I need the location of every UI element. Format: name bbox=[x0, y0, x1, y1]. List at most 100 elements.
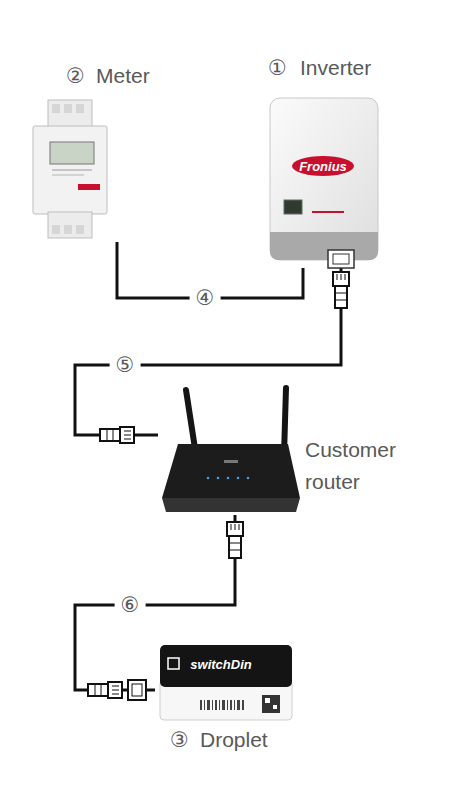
rj45-port bbox=[128, 680, 146, 700]
rj45-contact bbox=[231, 524, 232, 530]
rj45-port bbox=[132, 684, 142, 696]
meter-terminal bbox=[64, 225, 72, 234]
meter-logo bbox=[78, 184, 100, 190]
brand-logo: Fronius bbox=[299, 159, 347, 174]
droplet-barcode bbox=[234, 700, 235, 710]
droplet-barcode bbox=[207, 700, 210, 710]
rj45-plug bbox=[333, 272, 349, 286]
rj45-contact bbox=[341, 274, 342, 280]
meter-terminal bbox=[76, 225, 84, 234]
device-node: Customer router bbox=[158, 380, 420, 515]
rj45-contact bbox=[124, 431, 131, 432]
rj45-ridge bbox=[101, 684, 102, 696]
meter-terminal bbox=[76, 104, 84, 113]
router-led bbox=[217, 477, 220, 480]
device-label: Meter bbox=[96, 62, 150, 90]
meter-terminal bbox=[52, 225, 60, 234]
device-node: ② Meter bbox=[25, 58, 175, 242]
router-led bbox=[227, 477, 230, 480]
meter-detail bbox=[52, 175, 84, 176]
callout-number: ⑥ bbox=[115, 593, 146, 617]
rj45-contact bbox=[235, 524, 236, 530]
droplet-barcode bbox=[230, 700, 232, 710]
inverter-display bbox=[284, 200, 302, 214]
rj45-plug bbox=[229, 536, 241, 558]
router-led bbox=[237, 477, 240, 480]
rj45-contact bbox=[124, 435, 131, 436]
device-label: Droplet bbox=[200, 726, 268, 754]
router-led bbox=[207, 477, 210, 480]
router-body bbox=[162, 444, 300, 498]
meter-terminal bbox=[64, 104, 72, 113]
droplet-barcode bbox=[200, 700, 202, 710]
inverter-logo bbox=[292, 156, 354, 176]
rj45-plug bbox=[335, 286, 347, 308]
rj45-plug bbox=[100, 429, 120, 441]
rj45-contact bbox=[124, 439, 131, 440]
meter-display bbox=[50, 142, 94, 164]
droplet-top bbox=[160, 645, 292, 687]
rj45-plug bbox=[333, 272, 349, 308]
rj45-ridge bbox=[335, 293, 347, 294]
meter-detail bbox=[52, 170, 92, 171]
meter-bottom bbox=[48, 212, 92, 238]
router-led bbox=[247, 477, 250, 480]
rj45-port bbox=[333, 254, 349, 264]
meter-illustration bbox=[33, 100, 107, 238]
rj45-plug bbox=[100, 427, 134, 443]
rj45-contact bbox=[345, 274, 346, 280]
rj45-contact bbox=[239, 524, 240, 530]
rj45-plug bbox=[227, 522, 243, 558]
rj45-ridge bbox=[229, 543, 241, 544]
droplet-qr bbox=[262, 695, 280, 713]
rj45-ridge bbox=[107, 429, 108, 441]
droplet-barcode bbox=[242, 700, 244, 710]
droplet-barcode bbox=[212, 700, 213, 710]
rj45-contact bbox=[112, 690, 119, 691]
rj45-contact bbox=[112, 694, 119, 695]
rj45-plug bbox=[88, 684, 108, 696]
callout-number: ④ bbox=[190, 286, 221, 310]
rj45-plug bbox=[88, 682, 122, 698]
inverter-base bbox=[270, 232, 378, 242]
rj45-ridge bbox=[113, 429, 114, 441]
droplet-barcode bbox=[227, 700, 228, 710]
inverter-illustration bbox=[270, 98, 378, 260]
inverter-base bbox=[270, 232, 378, 260]
brand-logo: switchDin bbox=[190, 657, 251, 672]
droplet-icon bbox=[168, 658, 179, 669]
callout-number: ② bbox=[66, 62, 85, 90]
router-logo bbox=[224, 460, 238, 463]
meter-body bbox=[33, 126, 107, 214]
rj45-ridge bbox=[335, 300, 347, 301]
rj45-port bbox=[328, 250, 354, 268]
inverter-detail bbox=[312, 211, 344, 213]
callout-number: ① bbox=[268, 54, 287, 82]
router-front bbox=[162, 498, 300, 512]
droplet-barcode bbox=[215, 700, 217, 710]
device-label: Inverter bbox=[300, 54, 371, 82]
droplet-qr bbox=[273, 705, 277, 709]
rj45-contact bbox=[112, 686, 119, 687]
droplet-barcode bbox=[222, 700, 225, 710]
rj45-plug bbox=[108, 682, 122, 698]
droplet-qr bbox=[265, 698, 270, 703]
rj45-port bbox=[128, 680, 146, 700]
meter-top bbox=[48, 100, 92, 128]
droplet-barcode bbox=[219, 700, 220, 710]
cable-line bbox=[75, 268, 341, 435]
router-illustration bbox=[162, 388, 300, 512]
droplet-barcode bbox=[237, 700, 240, 710]
rj45-ridge bbox=[95, 684, 96, 696]
droplet-illustration bbox=[160, 645, 292, 720]
callout-number: ⑤ bbox=[110, 353, 141, 377]
rj45-contact bbox=[337, 274, 338, 280]
rj45-ridge bbox=[229, 550, 241, 551]
rj45-plug bbox=[227, 522, 243, 536]
rj45-plug bbox=[120, 427, 134, 443]
